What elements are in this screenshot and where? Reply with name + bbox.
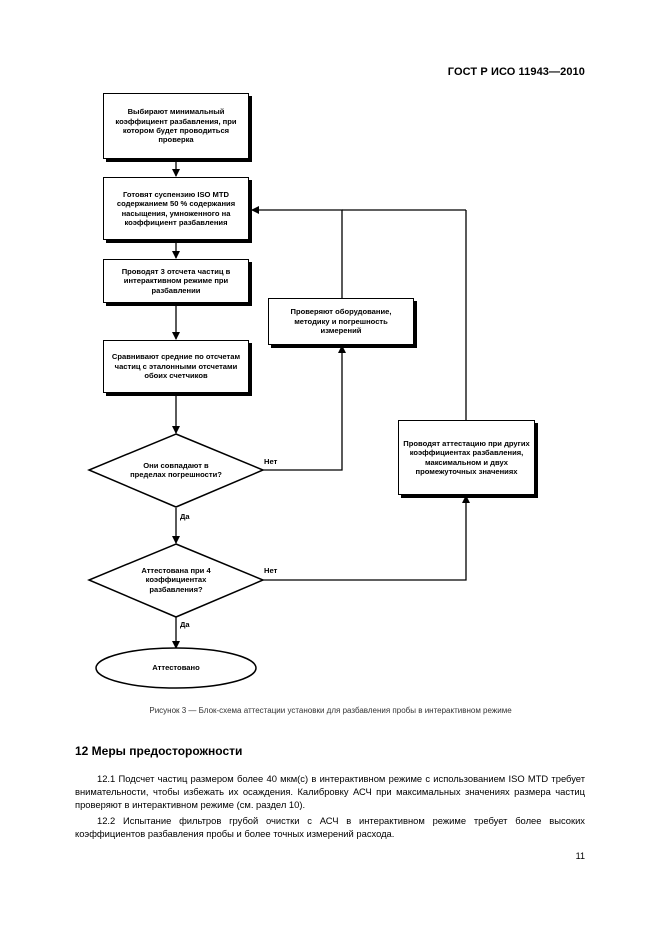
paragraph-12-1: 12.1 Подсчет частиц размером более 40 мк… bbox=[75, 773, 585, 810]
box-select-ratio: Выбирают минимальный коэффициент разбавл… bbox=[103, 93, 249, 159]
label-yes-1: Да bbox=[180, 512, 190, 521]
box-certify-other-ratios: Проводят аттестацию при других коэффицие… bbox=[398, 420, 535, 495]
label-yes-2: Да bbox=[180, 620, 190, 629]
decision-certified-shape bbox=[87, 543, 265, 618]
box-count-particles: Проводят 3 отсчета частиц в интерактивно… bbox=[103, 259, 249, 303]
page-number: 11 bbox=[575, 851, 585, 861]
arrow-certified-no bbox=[263, 495, 470, 581]
terminal-shape bbox=[95, 647, 257, 689]
box-prepare-suspension: Готовят суспензию ISO MTD содержанием 50… bbox=[103, 177, 249, 240]
label-no-2: Нет bbox=[264, 566, 278, 575]
flowchart-connectors bbox=[87, 160, 470, 689]
figure-caption: Рисунок 3 — Блок-схема аттестации устано… bbox=[149, 706, 512, 715]
arrow-check-to-prepare bbox=[251, 206, 343, 298]
decision-certified-label: Аттестована при 4 коэффициентах разбавле… bbox=[141, 565, 211, 594]
decision-match-label: Они совпадают в пределах погрешности? bbox=[130, 460, 222, 479]
box-check-equipment: Проверяют оборудование, методику и погре… bbox=[268, 298, 414, 345]
paragraph-12-2: 12.2 Испытание фильтров грубой очистки с… bbox=[75, 815, 585, 839]
arrow-decision-no bbox=[263, 345, 346, 471]
standard-code-header: ГОСТ Р ИСО 11943—2010 bbox=[447, 66, 585, 78]
terminal-certified-label: Аттестовано bbox=[152, 663, 200, 673]
section-title: 12 Меры предосторожности bbox=[75, 744, 243, 758]
decision-match-shape bbox=[87, 433, 265, 508]
box-compare-counts: Сравнивают средние по отсчетам частиц с … bbox=[103, 340, 249, 393]
label-no-1: Нет bbox=[264, 457, 278, 466]
